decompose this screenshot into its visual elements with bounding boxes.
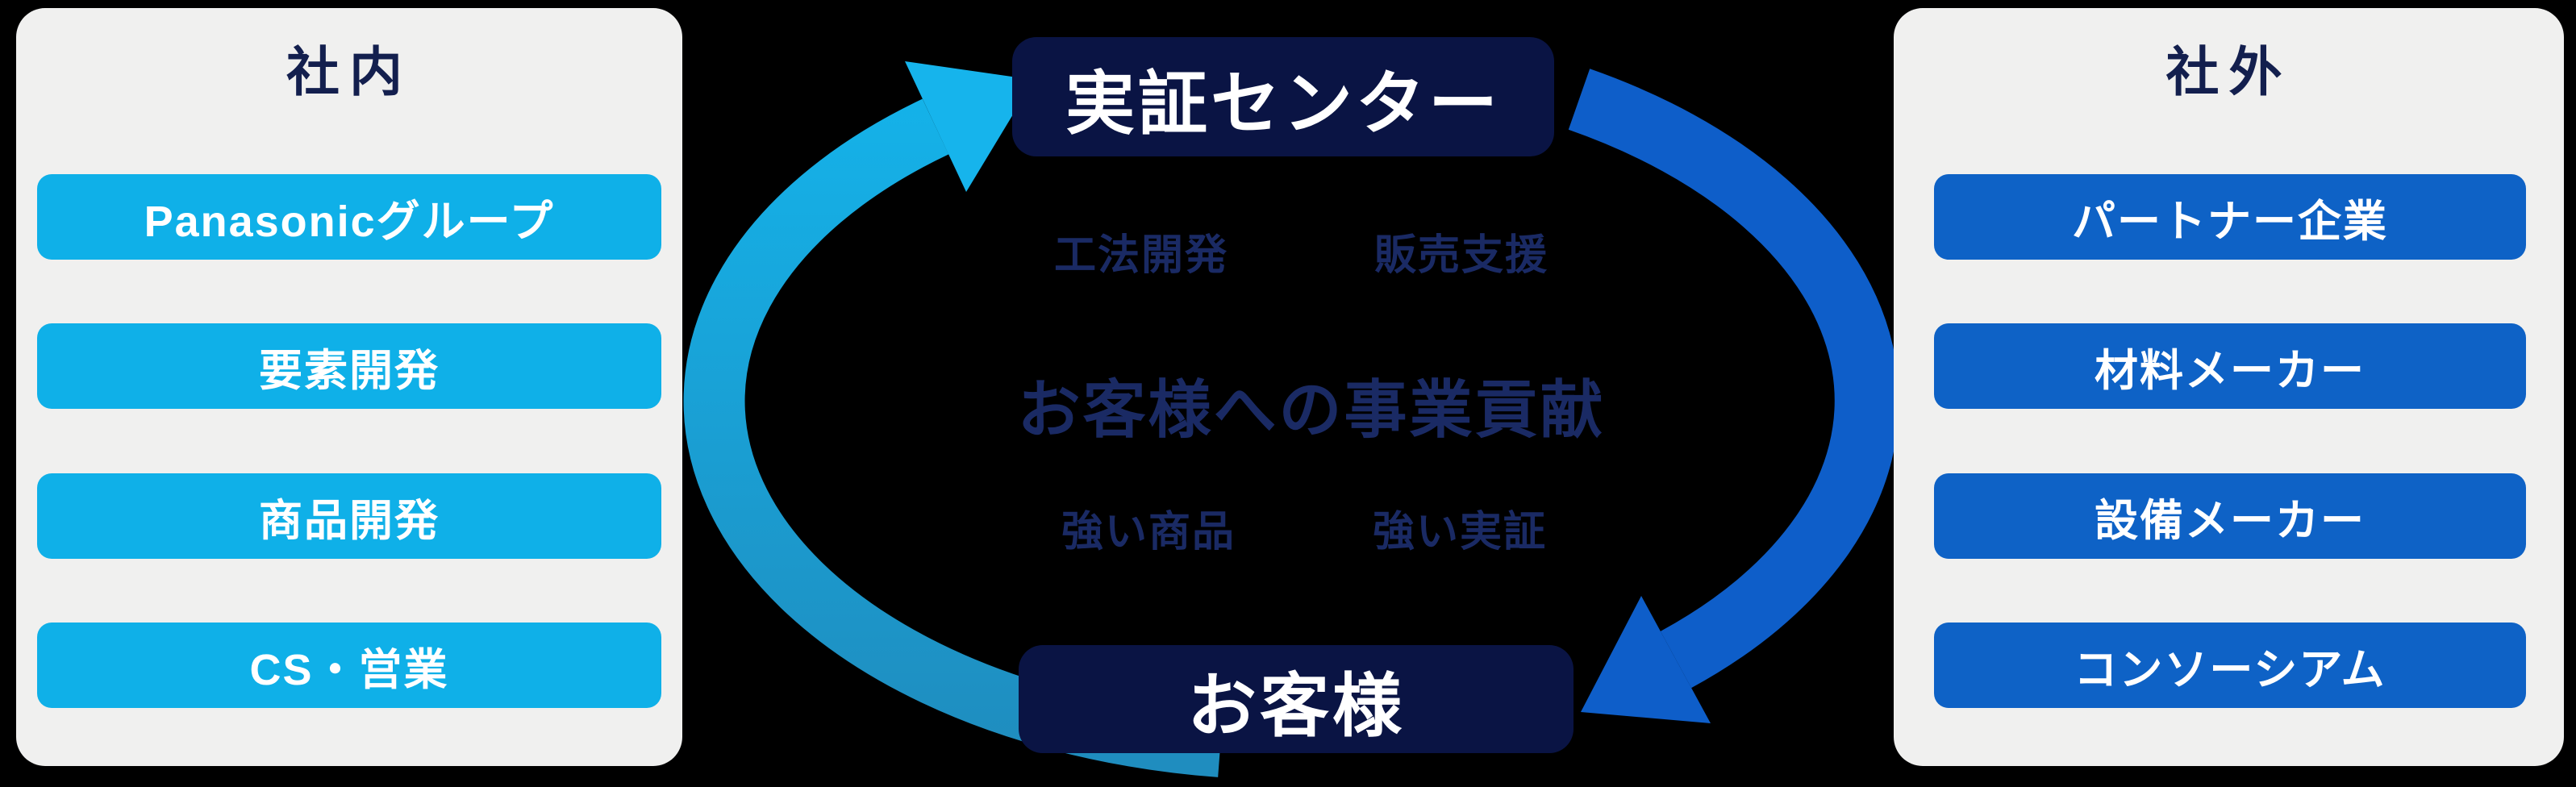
external-panel: 社外 パートナー企業 材料メーカー 設備メーカー コンソーシアム	[1894, 8, 2564, 766]
customer-box: お客様	[1019, 645, 1574, 753]
internal-item-cs-sales: CS・営業	[37, 623, 661, 708]
external-item-equipment-makers: 設備メーカー	[1934, 473, 2526, 559]
internal-item-product-development: 商品開発	[37, 473, 661, 559]
internal-panel-title: 社内	[286, 42, 412, 102]
external-item-partner-companies: パートナー企業	[1934, 174, 2526, 260]
validation-center-box: 実証センター	[1012, 37, 1554, 156]
cycle-label-strong-validation: 強い実証	[1372, 509, 1547, 556]
cycle-arrowhead-up-icon	[905, 61, 1034, 192]
cycle-arc-down	[1568, 69, 1899, 689]
internal-item-element-development: 要素開発	[37, 323, 661, 409]
internal-panel: 社内 Panasonicグループ 要素開発 商品開発 CS・営業	[16, 8, 682, 766]
cycle-label-construction-method-development: 工法開発	[1053, 232, 1228, 279]
business-contribution-text: お客様への事業貢献	[1017, 374, 1606, 445]
cycle-label-sales-support: 販売支援	[1373, 232, 1549, 279]
external-item-material-makers: 材料メーカー	[1934, 323, 2526, 409]
external-item-consortium: コンソーシアム	[1934, 623, 2526, 708]
internal-item-panasonic-group: Panasonicグループ	[37, 174, 661, 260]
cycle-arrowhead-down-icon	[1581, 596, 1711, 723]
external-panel-title: 社外	[2165, 42, 2292, 102]
cycle-arc-up	[683, 98, 1223, 777]
cycle-label-strong-products: 強い商品	[1061, 509, 1236, 556]
